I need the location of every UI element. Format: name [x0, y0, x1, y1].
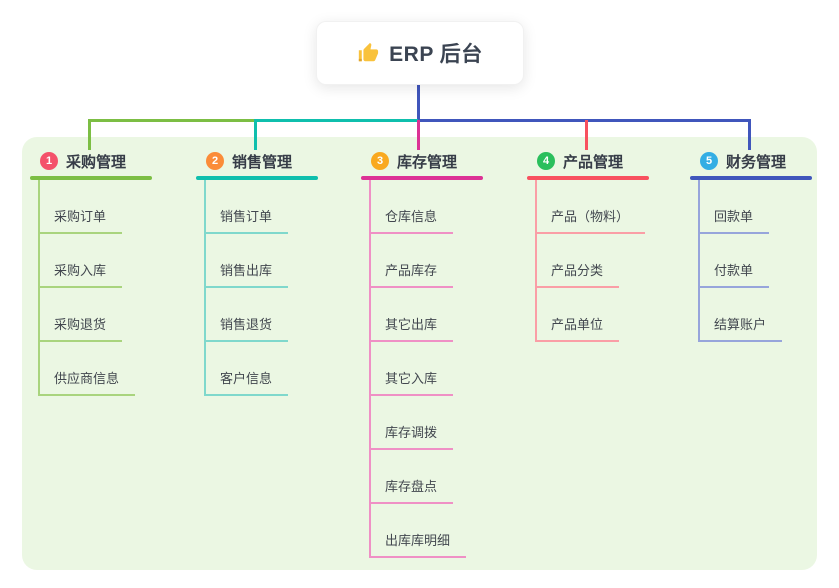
branch-product: 4 产品管理 产品（物料） 产品分类 产品单位 [527, 148, 649, 342]
child-label: 销售退货 [204, 314, 289, 342]
child-label: 库存盘点 [369, 476, 454, 504]
branch-finance-title[interactable]: 5 财务管理 [690, 148, 812, 174]
branch-sales: 2 销售管理 销售订单 销售出库 销售退货 客户信息 [196, 148, 318, 396]
child-label: 产品分类 [535, 260, 620, 288]
branch-purchase-title[interactable]: 1 采购管理 [30, 148, 152, 174]
child-node[interactable]: 销售出库 [204, 234, 318, 288]
child-node[interactable]: 仓库信息 [369, 180, 483, 234]
branch-underline [527, 176, 649, 180]
child-node[interactable]: 产品分类 [535, 234, 649, 288]
child-label: 产品（物料） [535, 206, 646, 234]
child-node[interactable]: 客户信息 [204, 342, 318, 396]
child-node[interactable]: 产品（物料） [535, 180, 649, 234]
connector-children-line [204, 180, 206, 396]
child-label: 仓库信息 [369, 206, 454, 234]
child-node[interactable]: 采购订单 [38, 180, 152, 234]
child-label: 供应商信息 [38, 368, 136, 396]
child-label: 采购订单 [38, 206, 123, 234]
branch-label: 采购管理 [66, 153, 127, 171]
connector-bus-green [88, 119, 255, 122]
branch-sales-title[interactable]: 2 销售管理 [196, 148, 318, 174]
child-label: 其它入库 [369, 368, 454, 396]
child-node[interactable]: 产品单位 [535, 288, 649, 342]
child-label: 其它出库 [369, 314, 454, 342]
child-node[interactable]: 出库库明细 [369, 504, 483, 558]
branch-underline [196, 176, 318, 180]
child-node[interactable]: 结算账户 [698, 288, 812, 342]
child-node[interactable]: 付款单 [698, 234, 812, 288]
branch-label: 销售管理 [232, 153, 293, 171]
branch-label: 库存管理 [397, 153, 458, 171]
branch-product-title[interactable]: 4 产品管理 [527, 148, 649, 174]
branch-purchase: 1 采购管理 采购订单 采购入库 采购退货 供应商信息 [30, 148, 152, 396]
child-label: 销售订单 [204, 206, 289, 234]
thumbs-up-icon [359, 42, 379, 62]
connector-drop-sales [254, 120, 257, 150]
branch-number-badge: 5 [700, 152, 718, 170]
branch-inventory: 3 库存管理 仓库信息 产品库存 其它出库 其它入库 库存调拨 库存盘点 出库库… [361, 148, 483, 558]
child-label: 付款单 [698, 260, 770, 288]
branch-label: 财务管理 [726, 153, 787, 171]
child-node[interactable]: 库存调拨 [369, 396, 483, 450]
connector-root-line [417, 83, 420, 122]
connector-children-line [535, 180, 537, 342]
connector-bus-teal [254, 119, 419, 122]
root-node[interactable]: ERP 后台 [316, 21, 524, 85]
branch-number-badge: 1 [40, 152, 58, 170]
child-label: 采购退货 [38, 314, 123, 342]
connector-children-line [698, 180, 700, 342]
connector-children-line [369, 180, 371, 558]
child-node[interactable]: 其它出库 [369, 288, 483, 342]
child-label: 出库库明细 [369, 530, 467, 558]
child-node[interactable]: 销售订单 [204, 180, 318, 234]
branch-label: 产品管理 [563, 153, 624, 171]
branch-number-badge: 2 [206, 152, 224, 170]
connector-drop-inventory [417, 120, 420, 150]
branch-finance: 5 财务管理 回款单 付款单 结算账户 [690, 148, 812, 342]
branch-underline [690, 176, 812, 180]
child-label: 产品库存 [369, 260, 454, 288]
branch-number-badge: 3 [371, 152, 389, 170]
child-label: 采购入库 [38, 260, 123, 288]
child-label: 库存调拨 [369, 422, 454, 450]
branches-panel [22, 137, 817, 570]
branch-underline [361, 176, 483, 180]
branch-inventory-title[interactable]: 3 库存管理 [361, 148, 483, 174]
connector-children-line [38, 180, 40, 396]
child-node[interactable]: 销售退货 [204, 288, 318, 342]
branch-underline [30, 176, 152, 180]
child-node[interactable]: 采购入库 [38, 234, 152, 288]
branch-number-badge: 4 [537, 152, 555, 170]
connector-bus-indigo [418, 119, 751, 122]
child-node[interactable]: 产品库存 [369, 234, 483, 288]
connector-drop-purchase [88, 120, 91, 150]
root-title: ERP 后台 [389, 43, 483, 66]
child-node[interactable]: 其它入库 [369, 342, 483, 396]
child-node[interactable]: 回款单 [698, 180, 812, 234]
child-node[interactable]: 库存盘点 [369, 450, 483, 504]
child-label: 销售出库 [204, 260, 289, 288]
child-label: 回款单 [698, 206, 770, 234]
connector-drop-product [585, 120, 588, 150]
child-node[interactable]: 采购退货 [38, 288, 152, 342]
child-label: 结算账户 [698, 314, 783, 342]
connector-drop-finance [748, 120, 751, 150]
child-label: 产品单位 [535, 314, 620, 342]
child-node[interactable]: 供应商信息 [38, 342, 152, 396]
child-label: 客户信息 [204, 368, 289, 396]
